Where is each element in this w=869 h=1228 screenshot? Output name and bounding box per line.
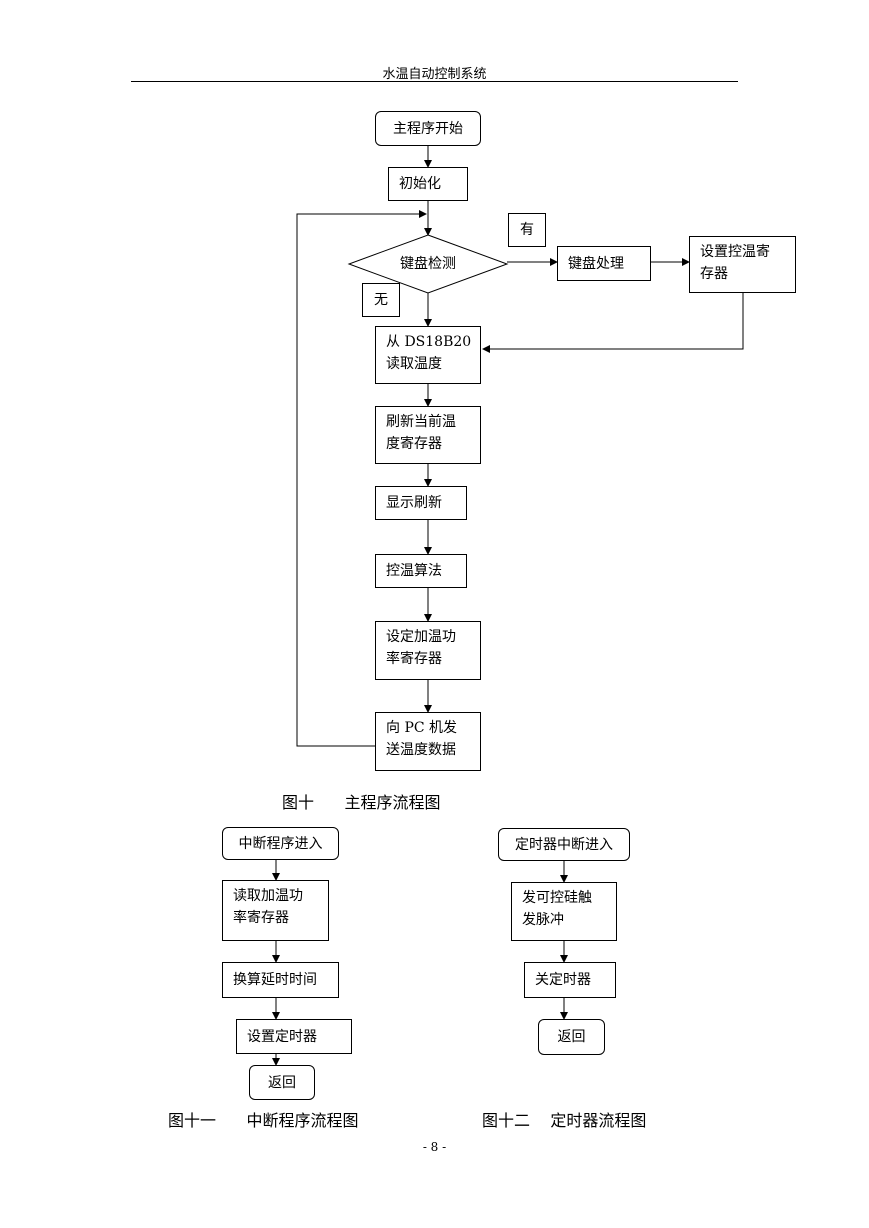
- decision-diamond: [347, 234, 509, 294]
- yes-label-box: 有: [508, 213, 546, 247]
- running-header: 水温自动控制系统: [382, 67, 487, 82]
- refresh-register-line1: 刷新当前温: [386, 414, 456, 430]
- set-temp-register-line2: 存器: [700, 266, 728, 282]
- send-to-pc-box: 向 PC 机发 送温度数据: [375, 712, 481, 771]
- set-timer-label: 设置定时器: [247, 1028, 317, 1045]
- timer-return-box: 返回: [538, 1019, 605, 1055]
- page-number: - 8 -: [422, 1140, 447, 1154]
- display-refresh-label: 显示刷新: [386, 495, 442, 511]
- interrupt-return-box: 返回: [249, 1065, 315, 1100]
- set-power-line2: 率寄存器: [386, 651, 442, 667]
- timer-return-label: 返回: [557, 1029, 586, 1045]
- yes-label: 有: [520, 222, 534, 238]
- read-power-line1: 读取加温功: [233, 888, 303, 904]
- refresh-register-line2: 度寄存器: [386, 436, 442, 452]
- set-power-register-box: 设定加温功 率寄存器: [375, 621, 481, 680]
- read-temp-line2: 读取温度: [386, 356, 442, 372]
- close-timer-box: 关定时器: [524, 962, 616, 998]
- interrupt-return-label: 返回: [268, 1074, 296, 1091]
- key-process-box: 键盘处理: [557, 246, 651, 281]
- interrupt-start-box: 中断程序进入: [222, 827, 339, 860]
- read-power-register-box: 读取加温功 率寄存器: [222, 880, 329, 941]
- set-timer-box: 设置定时器: [236, 1019, 352, 1054]
- header-rule: [131, 81, 738, 82]
- trigger-pulse-box: 发可控硅触 发脉冲: [511, 882, 617, 941]
- set-temp-register-box: 设置控温寄 存器: [689, 236, 796, 293]
- no-label-box: 无: [362, 283, 400, 317]
- convert-delay-box: 换算延时时间: [222, 962, 339, 998]
- control-algorithm-box: 控温算法: [375, 554, 467, 588]
- set-power-line1: 设定加温功: [386, 629, 456, 645]
- arrow-loop-back: [296, 210, 427, 747]
- main-start-label: 主程序开始: [393, 120, 463, 137]
- init-box: 初始化: [388, 167, 468, 201]
- trigger-pulse-line2: 发脉冲: [522, 912, 564, 928]
- init-label: 初始化: [399, 176, 441, 192]
- control-algorithm-label: 控温算法: [386, 563, 442, 579]
- no-label: 无: [374, 292, 388, 308]
- figure-12-caption: 图十二 定时器流程图: [482, 1111, 647, 1130]
- trigger-pulse-line1: 发可控硅触: [522, 890, 592, 906]
- arrow-setreg-to-read: [482, 293, 744, 353]
- close-timer-label: 关定时器: [535, 972, 591, 988]
- set-temp-register-line1: 设置控温寄: [700, 244, 770, 260]
- send-to-pc-line1: 向 PC 机发: [386, 720, 458, 736]
- read-power-line2: 率寄存器: [233, 910, 289, 926]
- convert-delay-label: 换算延时时间: [233, 972, 317, 988]
- read-temp-box: 从 DS18B20 读取温度: [375, 326, 481, 384]
- timer-start-label: 定时器中断进入: [515, 836, 613, 853]
- figure-11-caption: 图十一 中断程序流程图: [168, 1111, 359, 1130]
- timer-start-box: 定时器中断进入: [498, 828, 630, 861]
- display-refresh-box: 显示刷新: [375, 486, 467, 520]
- main-start-box: 主程序开始: [375, 111, 481, 146]
- interrupt-start-label: 中断程序进入: [238, 835, 323, 852]
- read-temp-line1: 从 DS18B20: [386, 334, 472, 350]
- key-process-label: 键盘处理: [568, 255, 624, 272]
- figure-10-caption: 图十 主程序流程图: [282, 793, 441, 812]
- send-to-pc-line2: 送温度数据: [386, 742, 456, 758]
- keyboard-detect-label: 键盘检测: [400, 256, 456, 272]
- refresh-register-box: 刷新当前温 度寄存器: [375, 406, 481, 464]
